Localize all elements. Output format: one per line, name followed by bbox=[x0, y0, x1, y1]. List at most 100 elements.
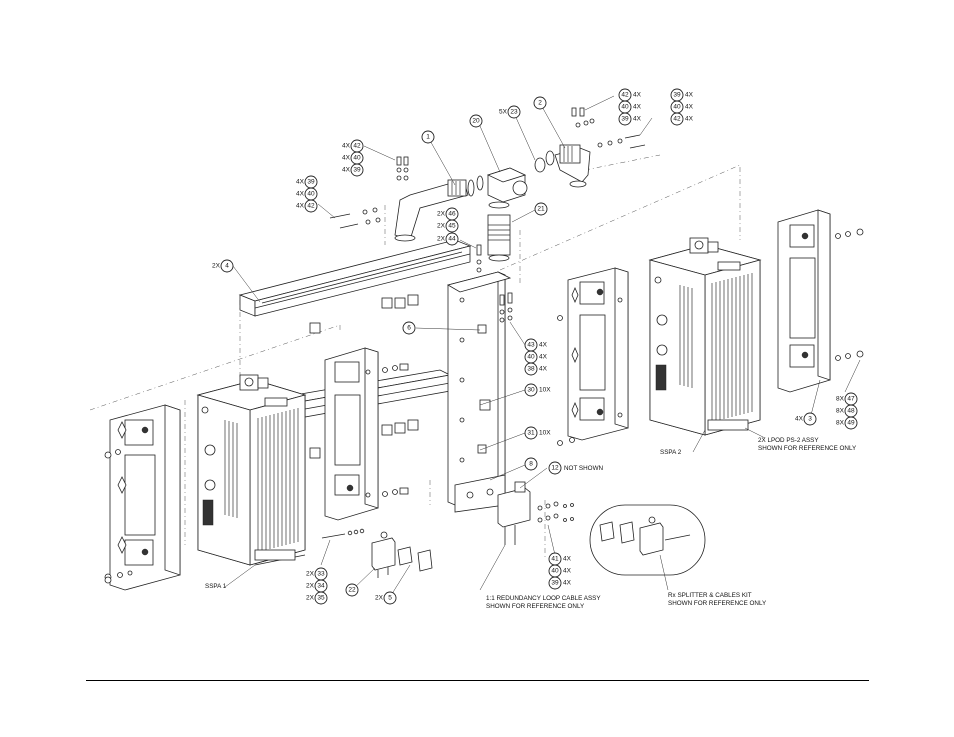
label-sspa-1: SSPA 1 bbox=[205, 583, 227, 590]
svg-text:44: 44 bbox=[448, 236, 456, 243]
qty-4x: 4X bbox=[563, 556, 572, 563]
balloon-39-top-center: 39 bbox=[618, 112, 632, 126]
svg-text:39: 39 bbox=[621, 116, 629, 123]
svg-text:1: 1 bbox=[426, 134, 430, 141]
coupler-12 bbox=[497, 481, 531, 545]
balloon-4: 4 bbox=[220, 259, 234, 273]
balloon-39-bottom: 39 bbox=[548, 576, 562, 590]
svg-text:42: 42 bbox=[353, 143, 361, 150]
qty-2x: 2X bbox=[437, 223, 446, 230]
qty-4x: 4X bbox=[633, 92, 642, 99]
svg-text:22: 22 bbox=[348, 587, 356, 594]
label-sspa-2: SSPA 2 bbox=[660, 449, 682, 456]
svg-text:46: 46 bbox=[448, 211, 456, 218]
note-rx-splitter-line-2: SHOWN FOR REFERENCE ONLY bbox=[668, 600, 767, 607]
qty-4x: 4X bbox=[563, 580, 572, 587]
annotation-notes: NOT SHOWN SSPA 1 SSPA 2 2X LPOD PS-2 ASS… bbox=[205, 437, 857, 610]
qty-2x: 2X bbox=[306, 571, 315, 578]
balloon-39-top-left: 39 bbox=[350, 163, 364, 177]
qty-4x: 4X bbox=[342, 167, 351, 174]
svg-text:34: 34 bbox=[317, 583, 325, 590]
balloon-42-top-right: 42 bbox=[670, 112, 684, 126]
balloon-2: 2 bbox=[533, 96, 547, 110]
svg-text:12: 12 bbox=[551, 465, 559, 472]
sspa-2-front-vent bbox=[679, 285, 693, 388]
balloon-33: 33 bbox=[314, 567, 328, 581]
qty-4x: 4X bbox=[342, 155, 351, 162]
svg-text:49: 49 bbox=[847, 420, 855, 427]
svg-text:39: 39 bbox=[353, 167, 361, 174]
svg-text:39: 39 bbox=[551, 580, 559, 587]
svg-text:4: 4 bbox=[225, 263, 229, 270]
balloon-44: 44 bbox=[445, 232, 459, 246]
balloon-35: 35 bbox=[314, 591, 328, 605]
balloon-43: 43 bbox=[524, 338, 538, 352]
quantity-labels: 4X 4X 4X 4X 4X 4X 5X 4X 4X 4X 4X 4X 4X 2… bbox=[212, 92, 845, 602]
qty-4x: 4X bbox=[539, 342, 548, 349]
balloon-22: 22 bbox=[345, 583, 359, 597]
balloon-46: 46 bbox=[445, 207, 459, 221]
qty-4x: 4X bbox=[685, 92, 694, 99]
balloon-23: 23 bbox=[507, 105, 521, 119]
svg-text:21: 21 bbox=[537, 206, 545, 213]
screws-right-bracket bbox=[835, 228, 864, 361]
balloon-5: 5 bbox=[383, 591, 397, 605]
balloon-41: 41 bbox=[548, 552, 562, 566]
balloon-47: 47 bbox=[844, 392, 858, 406]
waveguide-21 bbox=[487, 201, 511, 262]
sspa-2-vent bbox=[711, 273, 753, 422]
svg-text:42: 42 bbox=[621, 92, 629, 99]
svg-text:43: 43 bbox=[527, 342, 535, 349]
qty-4x: 4X bbox=[685, 104, 694, 111]
hardware-44-46 bbox=[476, 244, 513, 323]
callout-balloons: 42 40 39 39 40 42 1 20 23 2 42 40 39 39 … bbox=[220, 88, 858, 605]
balloon-6: 6 bbox=[402, 321, 416, 335]
balloon-42-top-center: 42 bbox=[618, 88, 632, 102]
waveguide-20 bbox=[476, 157, 546, 203]
bracket-right bbox=[777, 209, 831, 393]
hardware-33-35 bbox=[321, 528, 365, 539]
qty-10x: 10X bbox=[539, 430, 551, 437]
balloon-39-top-right: 39 bbox=[670, 88, 684, 102]
svg-text:6: 6 bbox=[407, 325, 411, 332]
svg-text:23: 23 bbox=[510, 109, 518, 116]
svg-text:41: 41 bbox=[551, 556, 559, 563]
svg-text:48: 48 bbox=[847, 408, 855, 415]
qty-4x: 4X bbox=[685, 116, 694, 123]
svg-text:33: 33 bbox=[317, 571, 325, 578]
svg-text:40: 40 bbox=[527, 354, 535, 361]
svg-text:5: 5 bbox=[388, 595, 392, 602]
bracket-mid-left bbox=[324, 347, 379, 521]
leader-lines bbox=[224, 95, 861, 598]
hardware-top-left bbox=[329, 156, 409, 229]
balloon-21: 21 bbox=[534, 202, 548, 216]
balloon-40-left: 40 bbox=[304, 187, 318, 201]
balloon-40-top-left: 40 bbox=[350, 151, 364, 165]
balloon-42-left: 42 bbox=[304, 199, 318, 213]
sspa-1-front-vent bbox=[224, 420, 238, 518]
qty-4x: 4X bbox=[633, 104, 642, 111]
qty-2x: 2X bbox=[306, 583, 315, 590]
note-lpod-line-1: 2X LPOD PS-2 ASSY bbox=[758, 437, 819, 444]
svg-text:3: 3 bbox=[808, 416, 812, 423]
svg-text:38: 38 bbox=[527, 366, 535, 373]
bracket-left bbox=[109, 404, 181, 591]
svg-text:47: 47 bbox=[847, 396, 855, 403]
svg-text:8: 8 bbox=[529, 461, 533, 468]
sspa-2-unit bbox=[648, 237, 762, 436]
svg-text:39: 39 bbox=[307, 179, 315, 186]
balloon-1: 1 bbox=[421, 130, 435, 144]
hardware-39-41 bbox=[537, 501, 574, 523]
note-loop-cable-line-1: 1:1 REDUNDANCY LOOP CABLE ASSY bbox=[486, 595, 601, 602]
svg-text:40: 40 bbox=[353, 155, 361, 162]
qty-4x: 4X bbox=[296, 203, 305, 210]
svg-text:40: 40 bbox=[551, 568, 559, 575]
sspa-1-vent bbox=[257, 408, 299, 552]
balloon-45: 45 bbox=[445, 219, 459, 233]
sspa-1-unit bbox=[196, 374, 307, 566]
splitter-22 bbox=[371, 531, 396, 578]
svg-text:45: 45 bbox=[448, 223, 456, 230]
balloon-40-top-center: 40 bbox=[618, 100, 632, 114]
qty-2x: 2X bbox=[212, 263, 221, 270]
